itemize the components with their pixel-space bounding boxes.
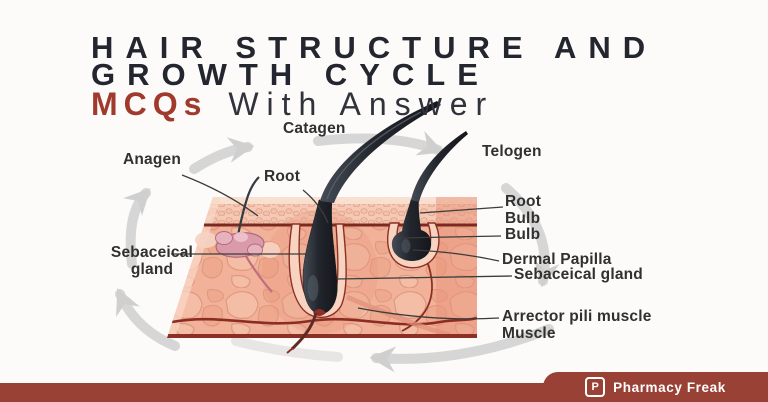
label-anagen: Anagen [123, 151, 182, 168]
label-root-bulb-line2: Bulb [505, 209, 541, 227]
vellus-hair [235, 176, 260, 242]
arrector-pili-muscle-shape [346, 294, 451, 338]
title-line-2: GROWTH CYCLE [91, 57, 490, 92]
label-pointer-lines [171, 174, 513, 320]
label-arrector-line2: Muscle [502, 324, 556, 342]
label-sebaceous-gland-left: Sebaceical gland [96, 244, 208, 278]
label-root-bulb: Root Bulb [505, 193, 542, 227]
sebaceous-gland-shape [195, 231, 280, 293]
poster-title: HAIR STRUCTURE AND GROWTH CYCLE MCQs Wit… [91, 30, 658, 122]
label-sebaceous-left-line1: Sebaceical [110, 244, 194, 261]
label-sebaceous-left-line2: gland [130, 260, 174, 278]
label-arrector-line1: Arrector pili muscle [502, 308, 652, 325]
title-mcqs-accent: MCQs [91, 86, 208, 122]
pharmacy-freak-logo-icon: P [585, 377, 606, 397]
anagen-hair-shaft [320, 101, 441, 203]
title-line-3: MCQs With Answer [91, 86, 657, 122]
blood-vessel [171, 316, 477, 326]
label-dermal-papilla: Dermal Papilla [502, 251, 612, 268]
label-arrector-pili-muscle: Arrector pili muscle Muscle [502, 308, 652, 342]
label-telogen: Telogen [482, 143, 542, 160]
title-with-answer: With Answer [228, 86, 495, 122]
hair-follicles [195, 101, 468, 354]
label-catagen: Catagen [283, 120, 346, 137]
label-root-bulb-line1: Root [505, 193, 542, 210]
label-bulb: Bulb [505, 226, 541, 243]
brand-name: Pharmacy Freak [613, 379, 726, 395]
title-line-1: HAIR STRUCTURE AND [91, 30, 658, 65]
cycle-arrows [115, 131, 560, 373]
label-sebaceous-gland-right: Sebaceical gland [514, 266, 643, 283]
brand-plate: P Pharmacy Freak [543, 372, 768, 402]
label-root: Root [264, 168, 301, 185]
telogen-hair-shaft [411, 131, 468, 202]
